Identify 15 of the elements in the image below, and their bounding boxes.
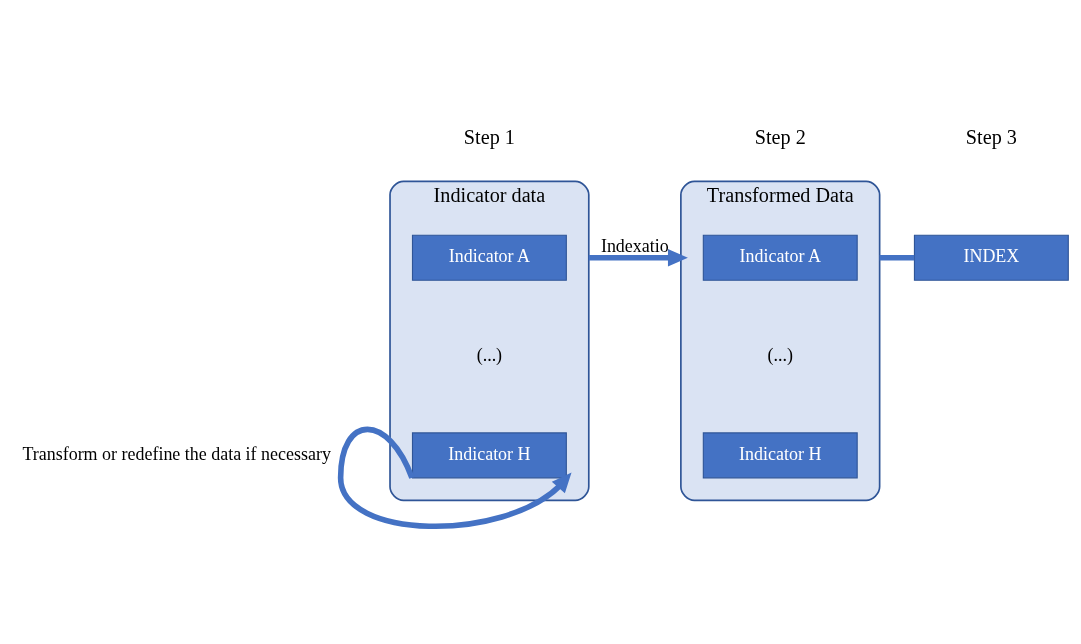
label: (...) [767, 344, 793, 365]
label: Step 3 [965, 125, 1017, 148]
node-box: Indicator A [702, 234, 858, 281]
label: Step 1 [463, 125, 515, 148]
label: Step 2 [754, 125, 806, 148]
node-box: Indicator H [411, 431, 567, 478]
node-box: Indicator H [702, 431, 858, 478]
connector [879, 254, 915, 261]
arrow [588, 248, 688, 266]
edge-label: Transform or redefine the data if necessary [22, 443, 331, 464]
node-box: INDEX [913, 234, 1069, 281]
edge-label: Indexatio [600, 235, 669, 256]
node-box: Indicator A [411, 234, 567, 281]
arrow [337, 426, 572, 529]
label: (...) [476, 344, 503, 365]
